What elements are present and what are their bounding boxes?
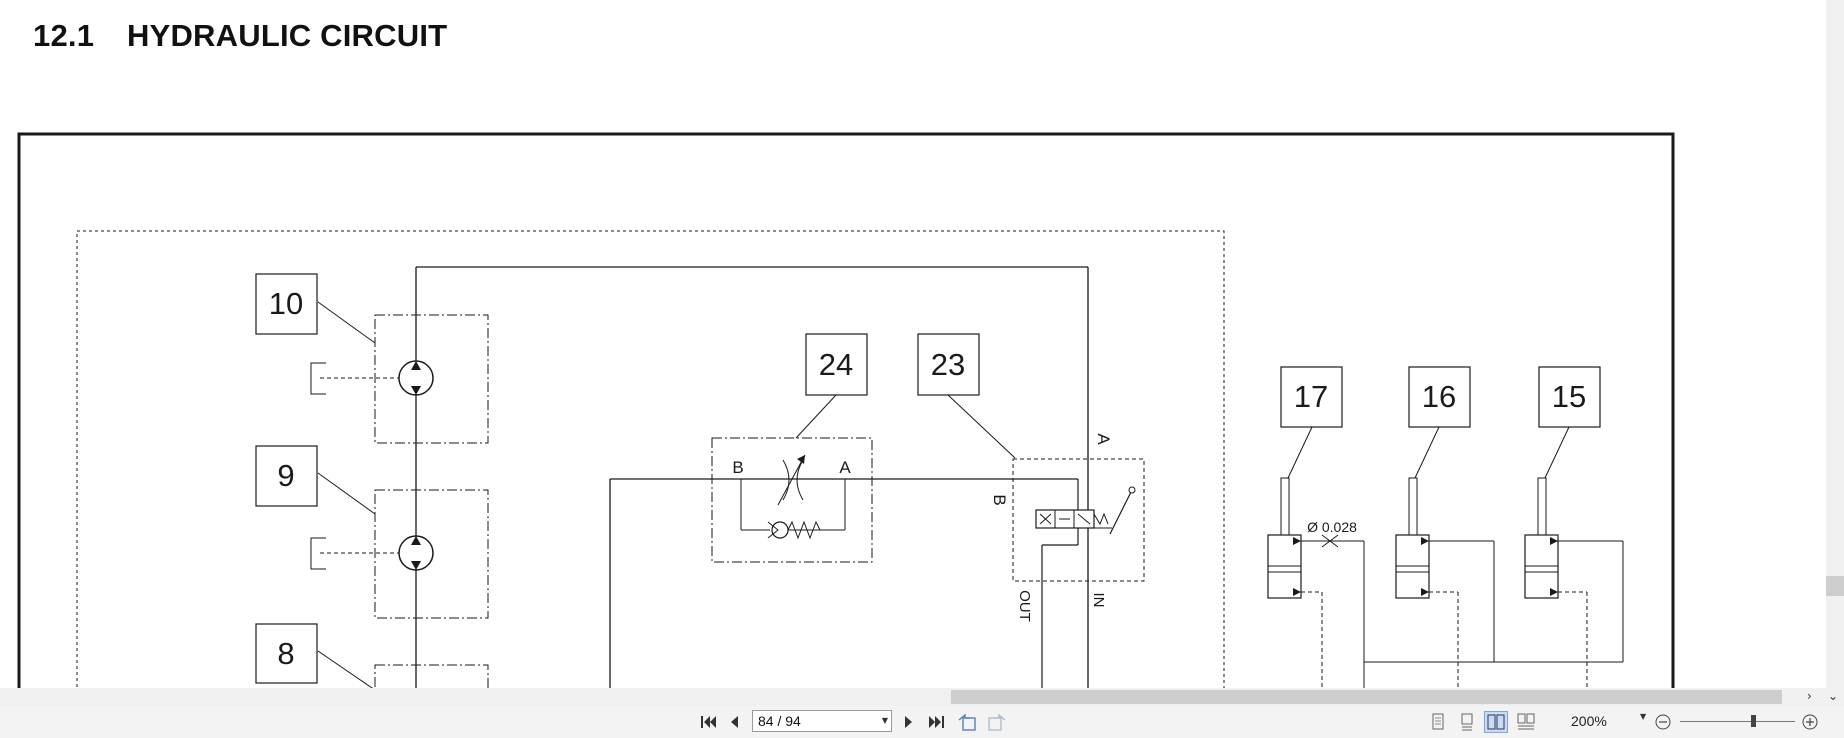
previous-view-icon	[958, 713, 976, 731]
single-page-view-button[interactable]	[1426, 711, 1450, 733]
section-title: HYDRAULIC CIRCUIT	[127, 18, 448, 53]
page-number-value: 84 / 94	[758, 713, 801, 729]
first-page-icon	[701, 716, 716, 728]
motor-10-housing	[374, 314, 489, 444]
callout-24-label: 24	[819, 347, 853, 382]
zoom-level[interactable]: 200%	[1571, 713, 1607, 729]
directional-valve	[1012, 458, 1145, 582]
continuous-page-icon	[1461, 713, 1473, 731]
port-b-flow: B	[732, 458, 743, 477]
callout-16-box	[1408, 366, 1471, 428]
previous-page-button[interactable]	[722, 711, 746, 733]
cylinder-15-rod	[1537, 477, 1547, 536]
document-page: 12.1 HYDRAULIC CIRCUIT	[17, 18, 1675, 688]
callout-17-label: 17	[1294, 379, 1328, 414]
two-page-continuous-icon	[1517, 713, 1535, 730]
first-page-button[interactable]	[696, 711, 720, 733]
zoom-in-button[interactable]	[1798, 711, 1822, 733]
port-a-valve: A	[1094, 433, 1113, 445]
callout-9-label: 9	[277, 458, 294, 493]
next-view-button[interactable]	[985, 711, 1009, 733]
next-view-icon	[988, 713, 1006, 731]
port-out: OUT	[1016, 590, 1033, 622]
previous-view-button[interactable]	[955, 711, 979, 733]
orifice-label: Ø 0.028	[1307, 519, 1357, 535]
hydraulic-diagram: 10 9 8 24 23 17 16 15 B A A B OUT IN Ø 0…	[17, 132, 1675, 688]
next-page-icon	[905, 716, 912, 728]
two-page-continuous-view-button[interactable]	[1514, 711, 1538, 733]
section-heading: 12.1 HYDRAULIC CIRCUIT	[33, 18, 447, 54]
scroll-right-arrow-icon[interactable]: ›	[1807, 689, 1812, 703]
zoom-out-button[interactable]	[1651, 711, 1675, 733]
zoom-dropdown-icon[interactable]: ▼	[1640, 712, 1647, 721]
motor-8-housing	[374, 664, 489, 688]
zoom-slider-track[interactable]	[1680, 721, 1795, 722]
single-page-icon	[1432, 713, 1444, 730]
last-page-button[interactable]	[925, 711, 949, 733]
cylinder-17-rod	[1280, 477, 1290, 536]
next-page-button[interactable]	[897, 711, 921, 733]
callout-15-label: 15	[1552, 379, 1586, 414]
callout-8-box	[255, 623, 318, 684]
viewer-toolbar	[0, 706, 1844, 738]
page-dropdown-icon[interactable]: ▼	[881, 716, 889, 725]
previous-page-icon	[731, 716, 738, 728]
port-b-valve: B	[990, 494, 1009, 505]
callout-10-box	[255, 273, 318, 335]
port-a-flow: A	[839, 458, 851, 477]
callout-8-label: 8	[277, 636, 294, 671]
zoom-out-icon	[1655, 714, 1671, 730]
port-in: IN	[1090, 593, 1107, 608]
callout-9-box	[255, 445, 318, 507]
vertical-scrollbar[interactable]	[1826, 0, 1844, 688]
callout-10-label: 10	[269, 286, 303, 321]
two-page-icon	[1487, 714, 1505, 730]
scroll-down-arrow-icon[interactable]: ⌄	[1828, 689, 1839, 703]
callout-23-label: 23	[931, 347, 965, 382]
section-number: 12.1	[33, 18, 95, 53]
flow-control-valve	[711, 437, 873, 563]
vertical-scrollbar-thumb[interactable]	[1826, 576, 1844, 596]
zoom-in-icon	[1802, 714, 1818, 730]
continuous-view-button[interactable]	[1455, 711, 1479, 733]
callout-16-label: 16	[1422, 379, 1456, 414]
horizontal-scrollbar-thumb[interactable]	[951, 690, 1782, 704]
two-page-view-button[interactable]	[1484, 711, 1508, 733]
motor-9-housing	[374, 489, 489, 619]
cylinder-16-rod	[1408, 477, 1418, 536]
zoom-slider-thumb[interactable]	[1751, 715, 1756, 727]
enclosure-boundary	[76, 230, 1225, 688]
last-page-icon	[929, 716, 944, 728]
page-number-field[interactable]: 84 / 94	[752, 710, 892, 732]
callout-24-box	[805, 333, 868, 396]
diagram-frame	[17, 132, 1675, 688]
callout-15-box	[1538, 366, 1601, 428]
